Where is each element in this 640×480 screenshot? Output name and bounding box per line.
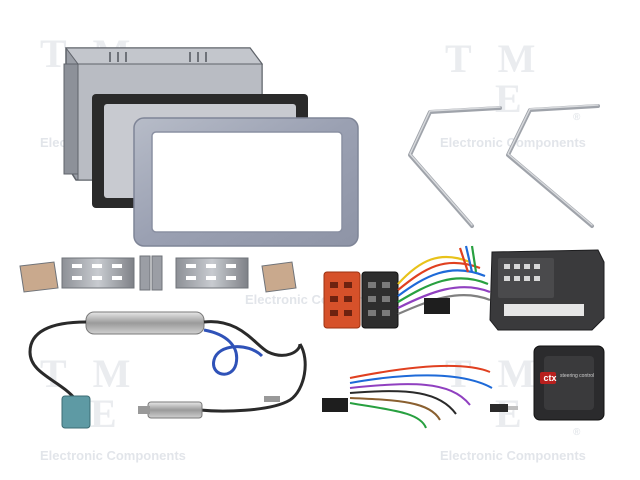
small-connector	[424, 298, 450, 314]
watermark-registered: ®	[573, 112, 581, 123]
radio-removal-keys	[408, 104, 600, 228]
quadlock-connector	[489, 249, 605, 331]
module-brand-label: ctx	[543, 373, 557, 383]
wiring-harness	[397, 245, 491, 316]
watermark-text: Electronic Components	[440, 448, 586, 463]
ctx-logo-badge	[540, 372, 556, 384]
iso-connectors	[323, 271, 399, 329]
jack-plug	[490, 404, 518, 412]
watermark-logo: E	[495, 76, 524, 121]
watermark-logo: T M	[40, 351, 133, 396]
silver-fascia-frame	[133, 117, 359, 247]
module-sub-label: steering control	[560, 373, 595, 379]
antenna-adapter	[28, 311, 307, 429]
harness-plug	[322, 398, 348, 412]
watermark-logo: E	[90, 391, 119, 436]
steering-control-module	[533, 345, 605, 421]
steering-interface-cable	[349, 365, 493, 429]
watermark-logo: E	[495, 391, 524, 436]
watermark-registered: ®	[573, 427, 581, 438]
watermark-logo: T M	[445, 351, 538, 396]
watermark-logo: T M	[445, 36, 538, 81]
watermark-text: Electronic Components	[40, 448, 186, 463]
mounting-brackets	[19, 255, 297, 293]
